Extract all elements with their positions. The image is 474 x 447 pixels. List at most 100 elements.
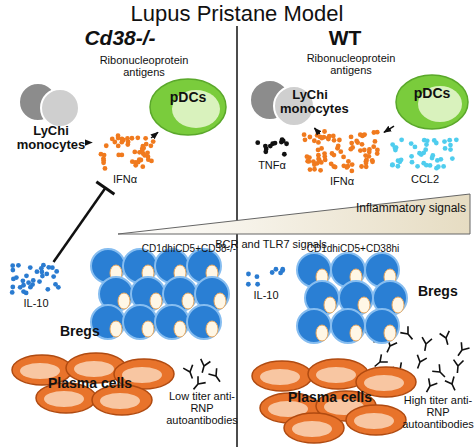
- cytokine-dot: [395, 164, 400, 169]
- cytokine-dot: [370, 158, 375, 163]
- cytokine-dot: [323, 158, 328, 163]
- cytokine-dot: [371, 144, 376, 149]
- cytokine-dot: [151, 139, 156, 144]
- cytokine-dot: [317, 158, 322, 163]
- cytokine-dot: [104, 143, 109, 148]
- cytokine-dot: [35, 269, 40, 274]
- cytokine-dot: [448, 147, 453, 152]
- cytokine-dot: [362, 148, 367, 153]
- cytokine-dot: [16, 263, 21, 268]
- cytokine-dot: [270, 270, 275, 275]
- cytokine-dot: [327, 134, 332, 139]
- cytokine-dot: [430, 156, 435, 161]
- cytokine-dot: [332, 138, 337, 143]
- node-label: Plasma cells: [250, 390, 410, 405]
- cytokine-dot: [373, 139, 378, 144]
- cytokine-dot: [315, 133, 320, 138]
- cytokine-dot: [99, 152, 104, 157]
- cytokine-dot: [54, 269, 59, 274]
- inhibition-connector: [54, 188, 106, 262]
- cytokine-dot: [319, 146, 324, 151]
- arrow-connector: [314, 128, 319, 134]
- cytokine-dot: [443, 146, 448, 151]
- cytokine-dot: [101, 158, 106, 163]
- plasma-cell-cluster: Plasma cells: [250, 354, 410, 440]
- cytokine-dot: [436, 164, 441, 169]
- cytokine-dot: [44, 272, 49, 277]
- cytokine-dot: [116, 136, 121, 141]
- cytokine-dot: [125, 142, 130, 147]
- cytokine-dot: [306, 159, 311, 164]
- free-label: Low titer anti-RNP autoantibodies: [164, 390, 240, 426]
- shape-graphic: [148, 76, 228, 138]
- cytokine-dot: [280, 268, 285, 273]
- cytokine-dot: [148, 143, 153, 148]
- node-label: IL-10: [244, 290, 288, 302]
- cytokine-dot: [10, 290, 15, 295]
- cytokine-dot: [344, 165, 349, 170]
- node-label: Plasma cells: [12, 376, 168, 391]
- cytokine-dot: [447, 138, 452, 143]
- breg-cell: [155, 305, 189, 339]
- cytokine-dot: [399, 137, 404, 142]
- arrow-connector: [151, 132, 158, 138]
- arrow-connector: [384, 126, 394, 132]
- cytokine-dot: [366, 154, 371, 159]
- cytokine-dot: [311, 159, 316, 164]
- cytokine-dot: [424, 142, 429, 147]
- cytokine-dot: [454, 137, 459, 142]
- cytokine-dot: [142, 153, 147, 158]
- cytokine-dot: [28, 285, 33, 290]
- cytokine-dot: [338, 149, 343, 154]
- cytokine-dot: [441, 164, 446, 169]
- cytokine-dot: [282, 152, 287, 157]
- cytokine-dot: [143, 136, 148, 141]
- diagram-title: Lupus Pristane Model: [0, 2, 474, 26]
- cytokine-cluster: TNFα: [250, 136, 294, 174]
- breg-cell: [123, 305, 157, 339]
- cytokine-dot: [263, 144, 268, 149]
- cytokine-dot: [316, 157, 321, 162]
- cytokine-dot: [135, 135, 140, 140]
- cytokine-dot: [360, 133, 365, 138]
- panel-divider: [236, 26, 238, 447]
- cytokine-dot: [246, 282, 251, 287]
- cytokine-dot: [40, 274, 45, 279]
- cytokine-dot: [359, 164, 364, 169]
- cytokine-cluster: IFNα: [300, 128, 384, 190]
- node-label: Bregs: [60, 324, 110, 339]
- cell-body: [396, 75, 468, 129]
- free-label: High titer anti-RNP autoantibodies: [402, 394, 474, 430]
- cytokine-dot: [399, 157, 404, 162]
- cytokine-dot: [364, 164, 369, 169]
- shape-graphic: [394, 72, 470, 132]
- cytokine-dot: [53, 282, 58, 287]
- cytokine-dot: [274, 267, 279, 272]
- cytokine-dot: [132, 150, 137, 155]
- monocyte-cell: LyChi monocytes: [248, 76, 340, 134]
- node-label: IL-10: [8, 298, 64, 310]
- free-label: Ribonucleoprotein antigens: [296, 52, 406, 76]
- breg-cell: [297, 309, 331, 343]
- signal-wedge: Inflammatory signals: [118, 194, 470, 236]
- cytokine-dot: [303, 137, 308, 142]
- node-label: IFNα: [300, 176, 384, 188]
- cytokine-dot: [116, 144, 121, 149]
- cytokine-dot: [435, 158, 440, 163]
- cytokine-dot: [10, 263, 15, 268]
- cell-body: [150, 79, 226, 135]
- cytokine-dot: [346, 159, 351, 164]
- cytokine-dot: [28, 265, 33, 270]
- cytokine-dot: [422, 138, 427, 143]
- cytokine-dot: [349, 169, 354, 174]
- cytokine-dot: [10, 285, 15, 290]
- cytokine-dot: [409, 141, 414, 146]
- cytokine-dot: [413, 145, 418, 150]
- cytokine-dot: [312, 167, 317, 172]
- node-label: Bregs: [418, 284, 470, 299]
- cytokine-dot: [21, 283, 26, 288]
- wedge-outline: [118, 194, 470, 234]
- node-label: TNFα: [250, 160, 294, 172]
- cytokine-dot: [137, 157, 142, 162]
- cytokine-dot: [375, 148, 380, 153]
